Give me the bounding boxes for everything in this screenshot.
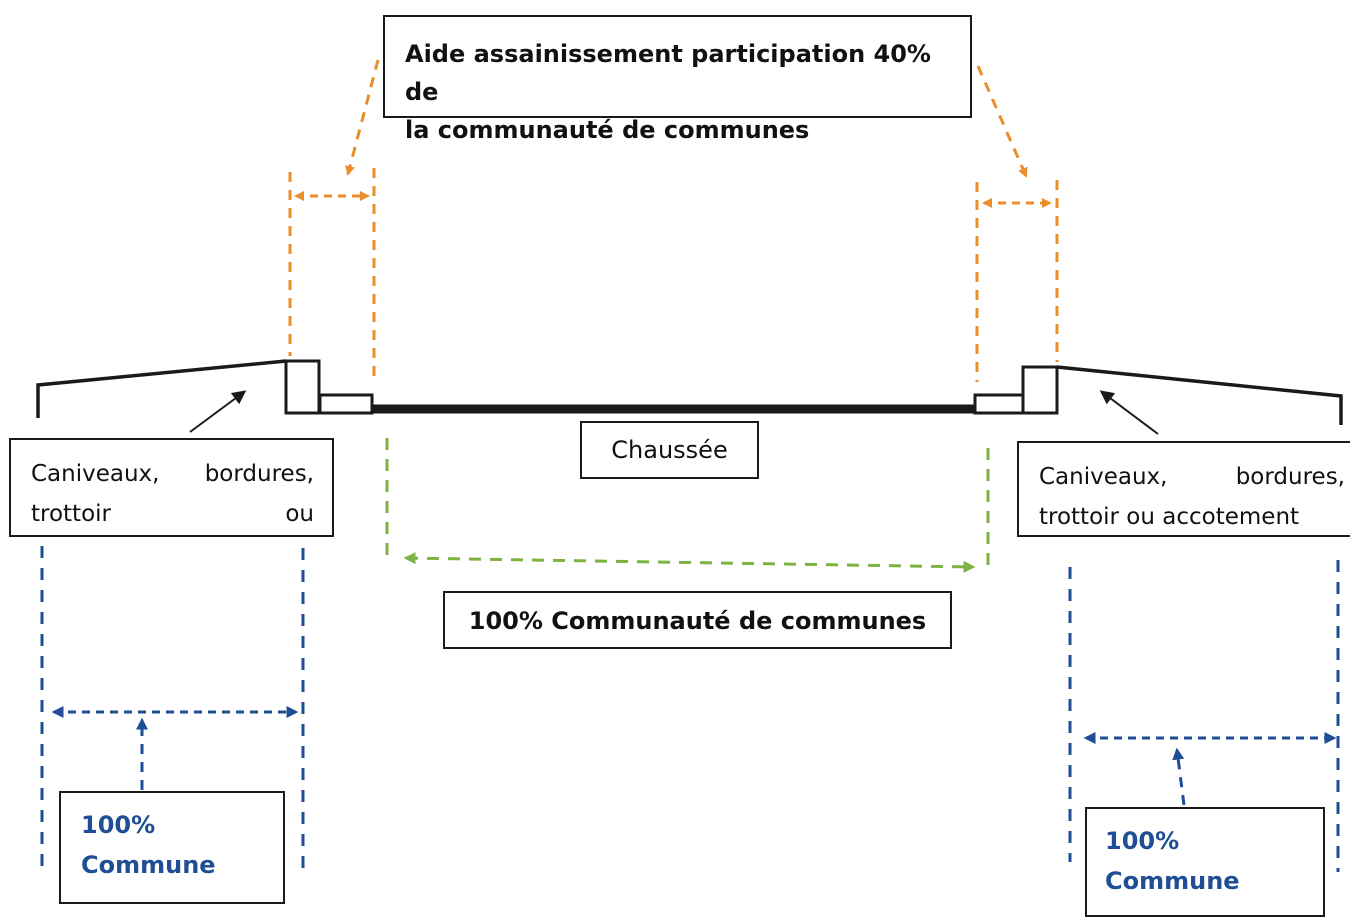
roadway-label: Chaussée	[580, 421, 759, 479]
road-profile	[36, 359, 1343, 425]
left-curbs-label: Caniveaux, bordures, trottoir ou	[9, 438, 334, 537]
left-curbs-word1: Caniveaux,	[31, 461, 160, 487]
right-gutter	[973, 393, 1025, 415]
left-gutter	[318, 393, 374, 415]
right-curbs-line2: trottoir ou accotement	[1039, 504, 1300, 530]
left-curbs-word3: trottoir	[31, 501, 111, 527]
sanitation-markers	[288, 59, 1059, 382]
sanitation-aid-label: Aide assainissement participation 40% de…	[383, 15, 972, 144]
right-curbs-word1: Caniveaux,	[1039, 464, 1168, 490]
orange-left-pointer-arrow	[345, 59, 380, 176]
left-commune-funding-label: 100% Commune	[59, 791, 285, 904]
commune-markers	[40, 546, 1340, 876]
right-curb-pointer-arrow	[1099, 390, 1159, 435]
left-curbs-word2: bordures,	[204, 461, 314, 487]
right-commune-percent: 100%	[1105, 827, 1180, 855]
left-commune-percent: 100%	[81, 811, 156, 839]
community-funding-label: 100% Communauté de communes	[443, 591, 952, 649]
green-span-arrow	[403, 552, 976, 573]
left-curb	[284, 359, 321, 415]
blue-right-pointer-arrow	[1172, 747, 1186, 806]
left-sidewalk-slope	[36, 359, 287, 418]
orange-right-pointer-arrow	[976, 65, 1028, 178]
sanitation-aid-line1: Aide assainissement participation 40% de	[405, 40, 931, 106]
curb-pointers	[189, 390, 1159, 435]
right-curbs-label: Caniveaux, bordures, trottoir ou accotem…	[1017, 441, 1350, 537]
right-curb	[1021, 365, 1059, 415]
right-sidewalk-slope	[1056, 365, 1343, 425]
left-commune-name: Commune	[81, 851, 216, 879]
left-curb-pointer-arrow	[189, 390, 247, 433]
sanitation-aid-line2: la communauté de communes	[405, 116, 810, 144]
right-commune-name: Commune	[1105, 867, 1240, 895]
right-curbs-word2: bordures,	[1235, 464, 1345, 490]
roadway-markers	[385, 438, 990, 573]
left-curbs-word4: ou	[285, 501, 314, 527]
right-commune-funding-label: 100% Commune	[1085, 807, 1325, 917]
